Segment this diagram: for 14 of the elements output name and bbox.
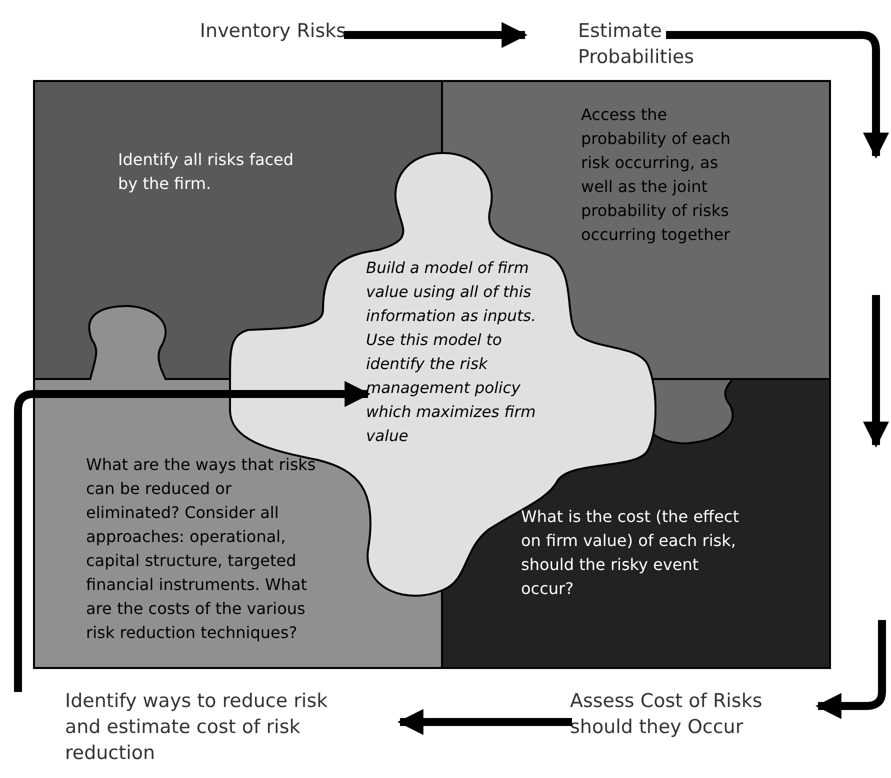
arrow — [397, 709, 572, 735]
arrow — [815, 620, 886, 719]
step-label: Inventory Risks — [150, 18, 346, 44]
step-label: Estimate Probabilities — [578, 18, 778, 70]
step-label: Assess Cost of Risks should they Occur — [570, 688, 817, 740]
arrow — [344, 22, 528, 48]
piece-text: What are the ways that risks can be reduced or eliminated? Consider all approaches: operational, capital structure, targeted financial instruments. What are the costs of the various risk reduction techniques? — [86, 453, 318, 645]
piece-text: Identify all risks faced by the firm. — [118, 148, 313, 196]
piece-text: What is the cost (the effect on firm value) of each risk, should the risky event occur? — [521, 505, 751, 601]
arrow — [14, 381, 371, 692]
piece-text: Access the probability of each risk occurring, as well as the joint probability of risks occurring together — [581, 103, 741, 247]
step-label: Identify ways to reduce risk and estimate cost of risk reduction — [10, 688, 402, 766]
arrow — [666, 31, 889, 159]
piece-text: Build a model of firm value using all of this information as inputs. Use this model to identify the risk management policy which maximizes firm value — [366, 256, 548, 448]
